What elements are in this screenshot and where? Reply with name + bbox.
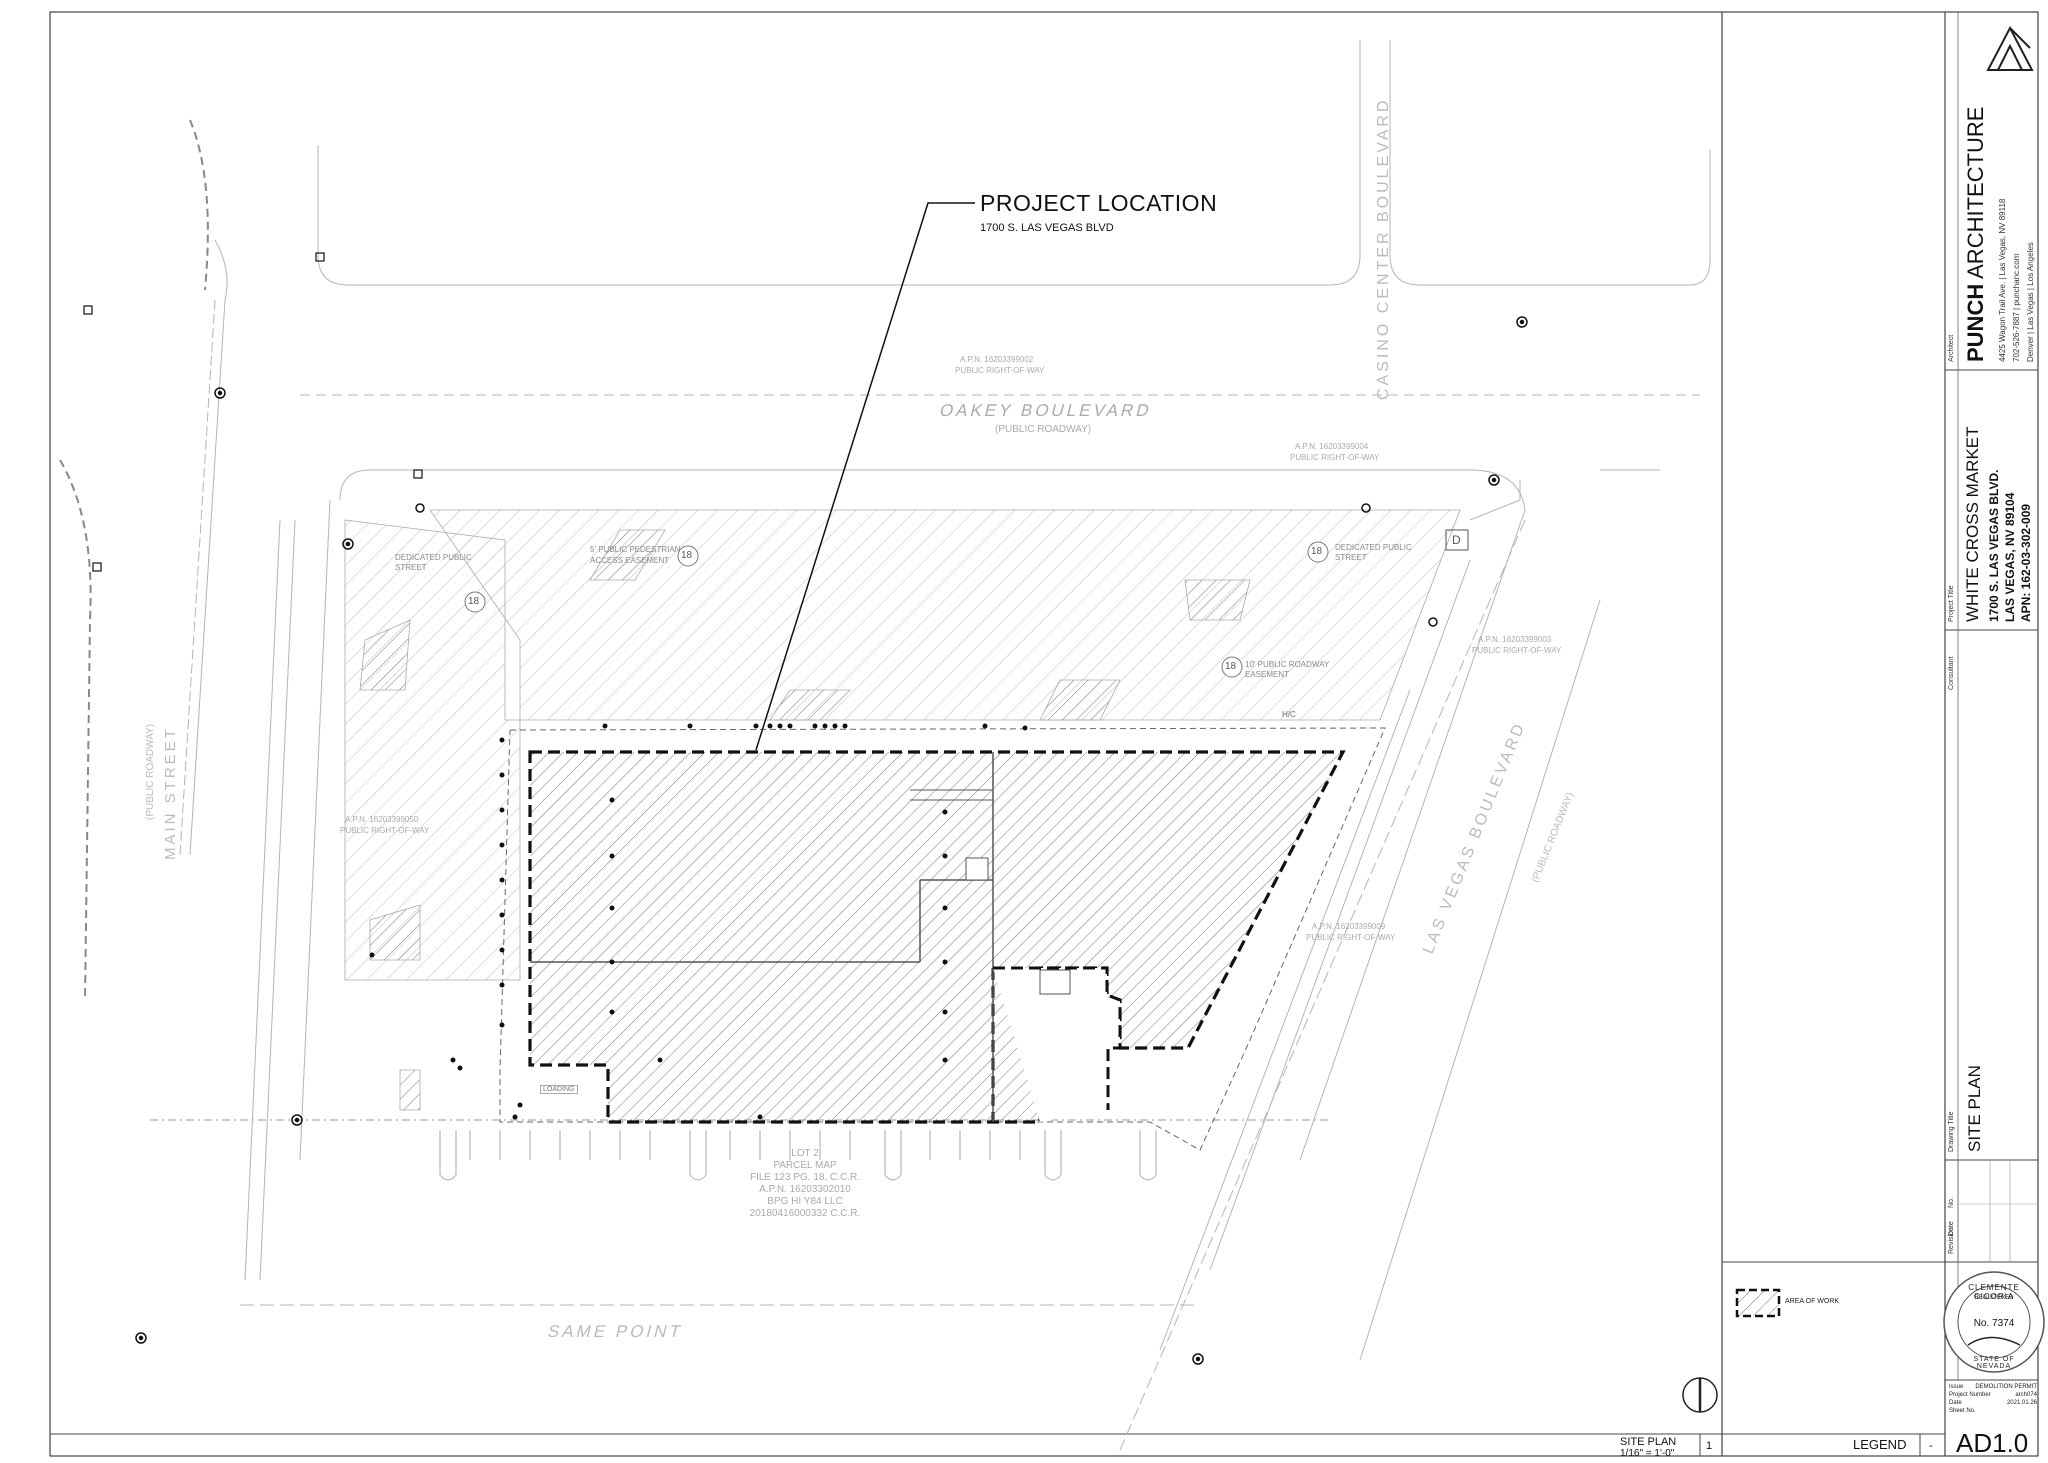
row-lvb2: PUBLIC RIGHT-OF-WAY xyxy=(1306,933,1396,942)
project-location-title: PROJECT LOCATION xyxy=(980,190,1218,216)
loading-label: LOADING xyxy=(540,1085,578,1094)
lot-line-6: 20180416000332 C.C.R. xyxy=(749,1208,861,1219)
site-plan-scale: 1/16" = 1'-0" xyxy=(1620,1448,1675,1459)
lot-label: LOT 2 PARCEL MAP FILE 123 PG. 18, C.C.R.… xyxy=(700,1148,910,1220)
site-plan-title: SITE PLAN xyxy=(1620,1436,1677,1448)
date-header-label: Date xyxy=(1948,1221,1955,1236)
tag-18-a: 18 xyxy=(468,596,480,607)
sheet-border xyxy=(49,11,2039,1457)
project-apn: APN: 162-03-302-009 xyxy=(2019,503,2033,622)
legend-num: - xyxy=(1929,1440,1933,1452)
firm-address-3: Denver | Las Vegas | Los Angeles xyxy=(2026,242,2035,362)
north-arrow-icon xyxy=(1682,1377,1718,1413)
architect-label: Architect xyxy=(1948,334,1955,362)
apn-lvb2: A.P.N. 16203399009 xyxy=(1312,922,1386,931)
project-number-label: Project Number xyxy=(1949,1392,1991,1398)
issue-label: Issue xyxy=(1949,1384,1964,1390)
manhole-icons xyxy=(135,316,1528,1365)
site-markers xyxy=(369,723,1028,1120)
project-address-2: LAS VEGAS, NV 89104 xyxy=(2003,492,2017,622)
street-oakey: OAKEY BOULEVARD xyxy=(937,401,1155,420)
lot-line-2: PARCEL MAP xyxy=(773,1160,837,1171)
seal-registered: REGISTERED xyxy=(1974,1295,2014,1301)
hc-label: H/C xyxy=(1282,710,1296,719)
lot-line-1: LOT 2 xyxy=(791,1148,819,1159)
d-box-icon xyxy=(1445,529,1469,551)
ped-easement-2: ACCESS EASEMENT xyxy=(590,556,670,565)
seal-number: No. 7374 xyxy=(1973,1318,2015,1329)
street-main: MAIN STREET xyxy=(162,726,179,860)
date-value: 2021.01.26 xyxy=(2006,1400,2037,1406)
legend-area-of-work-label: AREA OF WORK xyxy=(1785,1298,1840,1305)
dedicated-street-west-1: DEDICATED PUBLIC xyxy=(395,553,472,562)
project-number-value: arch074 xyxy=(2015,1392,2037,1398)
parking-stalls xyxy=(439,1130,1157,1181)
dedicated-street-east-2: STREET xyxy=(1335,553,1367,562)
date-value-label: Date xyxy=(1949,1400,1962,1406)
row-lvb: PUBLIC RIGHT-OF-WAY xyxy=(1472,646,1562,655)
tag-d: D xyxy=(1452,533,1461,547)
issue-info: Issue DEMOLITION PERMIT Project Number arc… xyxy=(1949,1383,2037,1415)
legend-title: LEGEND xyxy=(1853,1437,1907,1452)
no-label: No. xyxy=(1948,1197,1955,1208)
architect-seal-icon xyxy=(1943,1271,2045,1373)
tag-18-d: 18 xyxy=(1225,661,1237,672)
site-plan-num: 1 xyxy=(1706,1440,1713,1452)
lot-line-4: A.P.N. 16203302010 xyxy=(759,1184,851,1195)
firm-name: PUNCH ARCHITECTURE xyxy=(1963,107,1989,362)
property-boundary xyxy=(499,727,1386,1151)
row-main: PUBLIC RIGHT-OF-WAY xyxy=(340,826,430,835)
tag-18-b: 18 xyxy=(681,550,693,561)
project-location-address: 1700 S. LAS VEGAS BLVD xyxy=(980,222,1114,234)
seal-bottom-text: STATE OF NEVADA xyxy=(1973,1356,2015,1370)
dedicated-street-east-1: DEDICATED PUBLIC xyxy=(1335,543,1412,552)
dedicated-street-west-2: STREET xyxy=(395,563,427,572)
row-oakey: PUBLIC RIGHT-OF-WAY xyxy=(955,366,1045,375)
street-main-sub: (PUBLIC ROADWAY) xyxy=(145,723,156,820)
row-casino: PUBLIC RIGHT-OF-WAY xyxy=(1290,453,1380,462)
issue-value: DEMOLITION PERMIT xyxy=(1975,1384,2037,1390)
apn-oakey: A.P.N. 16203399002 xyxy=(960,355,1034,364)
roadway-easement-1: 10' PUBLIC ROADWAY xyxy=(1245,660,1330,669)
sheet-no-label: Sheet No. xyxy=(1949,1408,1976,1414)
drawing-title-label: Drawing Title xyxy=(1948,1111,1955,1152)
firm-address-1: 4425 Wagon Trail Ave. | Las Vegas, NV 89… xyxy=(1998,198,2007,362)
street-linework xyxy=(59,40,1711,1451)
firm-name-rest: ARCHITECTURE xyxy=(1963,106,1988,284)
project-address-1: 1700 S. LAS VEGAS BLVD. xyxy=(1987,469,2001,623)
street-casino: CASINO CENTER BOULEVARD xyxy=(1375,97,1392,400)
seal-top-text: CLEMENTE CICORIA xyxy=(1968,1283,2020,1301)
project-location-leader xyxy=(755,202,975,751)
sheet-number: AD1.0 xyxy=(1956,1428,2029,1458)
area-of-work-building xyxy=(528,750,1346,1124)
roadway-easement-2: EASEMENT xyxy=(1245,670,1290,679)
apn-main: A.P.N. 16203399050 xyxy=(345,815,419,824)
street-oakey-sub: (PUBLIC ROADWAY) xyxy=(995,424,1092,435)
project-title-label: Project Title xyxy=(1948,585,1955,622)
lot-line-5: BPG HI Y84 LLC xyxy=(767,1196,843,1207)
project-name: WHITE CROSS MARKET xyxy=(1963,426,1982,622)
consultant-label: Consultant xyxy=(1948,656,1955,690)
apn-casino: A.P.N. 16203399004 xyxy=(1295,442,1369,451)
lot-line-3: FILE 123 PG. 18, C.C.R. xyxy=(749,1172,861,1183)
firm-address-2: 702-526-7887 | punchanc.com xyxy=(2012,253,2021,362)
street-same-point: SAME POINT xyxy=(545,1322,686,1341)
legend-area-of-work-swatch xyxy=(1735,1288,1781,1318)
punch-logo-icon xyxy=(1986,25,2034,71)
tag-18-c: 18 xyxy=(1311,546,1323,557)
drawing-title: SITE PLAN xyxy=(1965,1065,1984,1152)
apn-lvb: A.P.N. 16203399003 xyxy=(1478,635,1552,644)
firm-name-bold: PUNCH xyxy=(1963,283,1988,362)
ped-easement-1: 5' PUBLIC PEDESTRIAN xyxy=(590,545,681,554)
